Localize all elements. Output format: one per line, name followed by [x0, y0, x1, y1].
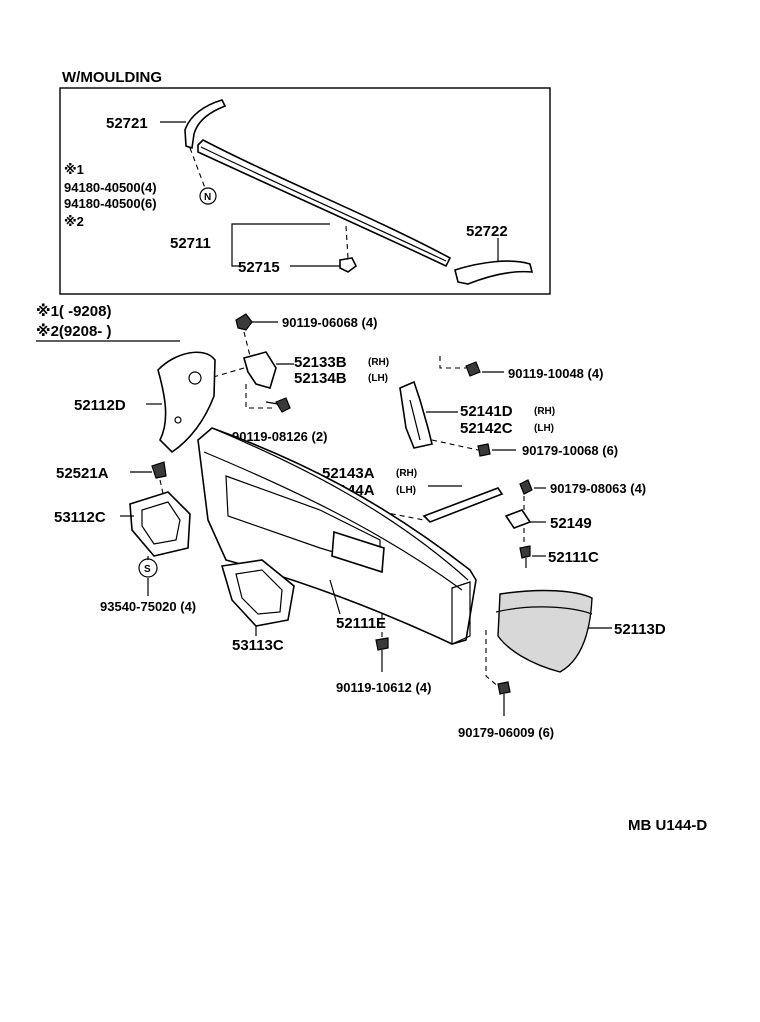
part-52715-clip — [339, 257, 358, 273]
s-symbol-icon — [138, 558, 158, 578]
bracket-hole — [188, 371, 202, 385]
label-52113D: 52113D — [614, 621, 666, 638]
dash-stay — [381, 511, 425, 521]
side-52141D: (RH) — [534, 406, 555, 417]
bracket-hole-small — [174, 416, 182, 424]
dash-52521A — [159, 479, 165, 499]
dash-06068 — [243, 331, 251, 357]
diagram-code: MB U144-D — [628, 817, 707, 834]
label-90119-10612: 90119-10612 (4) — [336, 680, 431, 695]
nut-90179-08063-icon — [519, 479, 533, 495]
strip-edge — [200, 146, 447, 262]
bolt-90119-10048-icon — [465, 361, 481, 377]
bolt-90119-08126-icon — [275, 397, 291, 413]
dash-06009 — [485, 630, 501, 689]
part-52722-end-moulding — [454, 260, 534, 285]
label-90179-08063: 90179-08063 (4) — [550, 481, 646, 496]
range-star1: ※1( -9208) — [36, 302, 111, 320]
label-52111E: 52111E — [336, 615, 386, 632]
dash-52133B-to-bolt — [245, 384, 276, 409]
label-90119-10048: 90119-10048 (4) — [508, 366, 603, 381]
nut-90179-06009-icon — [497, 681, 511, 695]
part-52141D-bracket — [399, 380, 433, 449]
label-53113C: 53113C — [232, 637, 284, 654]
bolt-94180-b: 94180-40500(6) — [64, 196, 157, 211]
range-star2: ※2(9208- ) — [36, 322, 111, 340]
label-53112C: 53112C — [54, 509, 106, 526]
label-93540-75020: 93540-75020 (4) — [100, 599, 196, 614]
bracket-fold — [409, 399, 421, 441]
label-52721: 52721 — [106, 115, 148, 132]
dash-52721-to-nut — [189, 147, 206, 189]
n-symbol-icon — [199, 187, 217, 205]
bumper-crease — [203, 451, 463, 591]
part-53112C-lamp-housing — [129, 491, 191, 557]
label-52133B: 52133B — [294, 354, 347, 371]
bracket-52711 — [231, 223, 240, 267]
bumper-top-edge — [211, 427, 469, 581]
label-52142C: 52142C — [460, 420, 513, 437]
part-52711-moulding-strip — [197, 139, 452, 268]
label-52711: 52711 — [170, 235, 211, 252]
part-52133B-bracket — [243, 351, 277, 389]
bumper-opening — [331, 530, 385, 574]
bolt-94180-a: 94180-40500(4) — [64, 180, 157, 195]
bolt-90119-06068-icon — [235, 313, 253, 331]
nut-90179-10068-icon — [477, 443, 491, 457]
side-52133B: (RH) — [368, 357, 389, 368]
bolt-shaft — [265, 401, 279, 405]
dash-clip — [345, 225, 349, 259]
label-52149: 52149 — [550, 515, 592, 532]
dash-10048 — [439, 356, 466, 369]
bolt-90119-10612-icon — [375, 637, 389, 651]
label-52143A: 52143A — [322, 465, 375, 482]
leader-52111E — [329, 579, 341, 615]
label-90179-06009: 90179-06009 (6) — [458, 725, 554, 740]
label-52722: 52722 — [466, 223, 508, 240]
note-star1: ※1 — [64, 162, 84, 177]
dash-52133B-to-52112D — [209, 367, 245, 379]
n-symbol-text: N — [204, 192, 211, 203]
dash-10068 — [431, 439, 479, 451]
label-90119-06068: 90119-06068 (4) — [282, 315, 377, 330]
moulding-title: W/MOULDING — [62, 69, 162, 86]
bumper-end-cap — [451, 581, 471, 645]
label-52141D: 52141D — [460, 403, 513, 420]
cover-inner — [235, 569, 283, 615]
side-52144A: (LH) — [396, 485, 416, 496]
label-52715: 52715 — [238, 259, 280, 276]
side-52142C: (LH) — [534, 423, 554, 434]
moulding-box — [59, 87, 551, 295]
label-52111C: 52111C — [548, 549, 599, 566]
label-52521A: 52521A — [56, 465, 109, 482]
side-52143A: (RH) — [396, 468, 417, 479]
lamp-inner — [141, 501, 181, 545]
part-53113C-cover — [220, 559, 295, 627]
end-cap-edge — [495, 606, 593, 615]
part-52149-clip — [504, 509, 532, 529]
s-symbol-text: S — [144, 564, 151, 575]
side-52134B: (LH) — [368, 373, 388, 384]
bolt-52111C-icon — [519, 545, 531, 559]
part-52721-moulding — [184, 99, 227, 150]
part-52143A-stay — [422, 487, 504, 523]
note-star2: ※2 — [64, 214, 84, 229]
label-52112D: 52112D — [74, 397, 126, 414]
label-52134B: 52134B — [294, 370, 347, 387]
part-52113D-end-cap — [497, 589, 593, 673]
label-90119-08126: 90119-08126 (2) — [232, 429, 327, 444]
nut-52521A-icon — [151, 461, 167, 479]
label-90179-10068: 90179-10068 (6) — [522, 443, 618, 458]
